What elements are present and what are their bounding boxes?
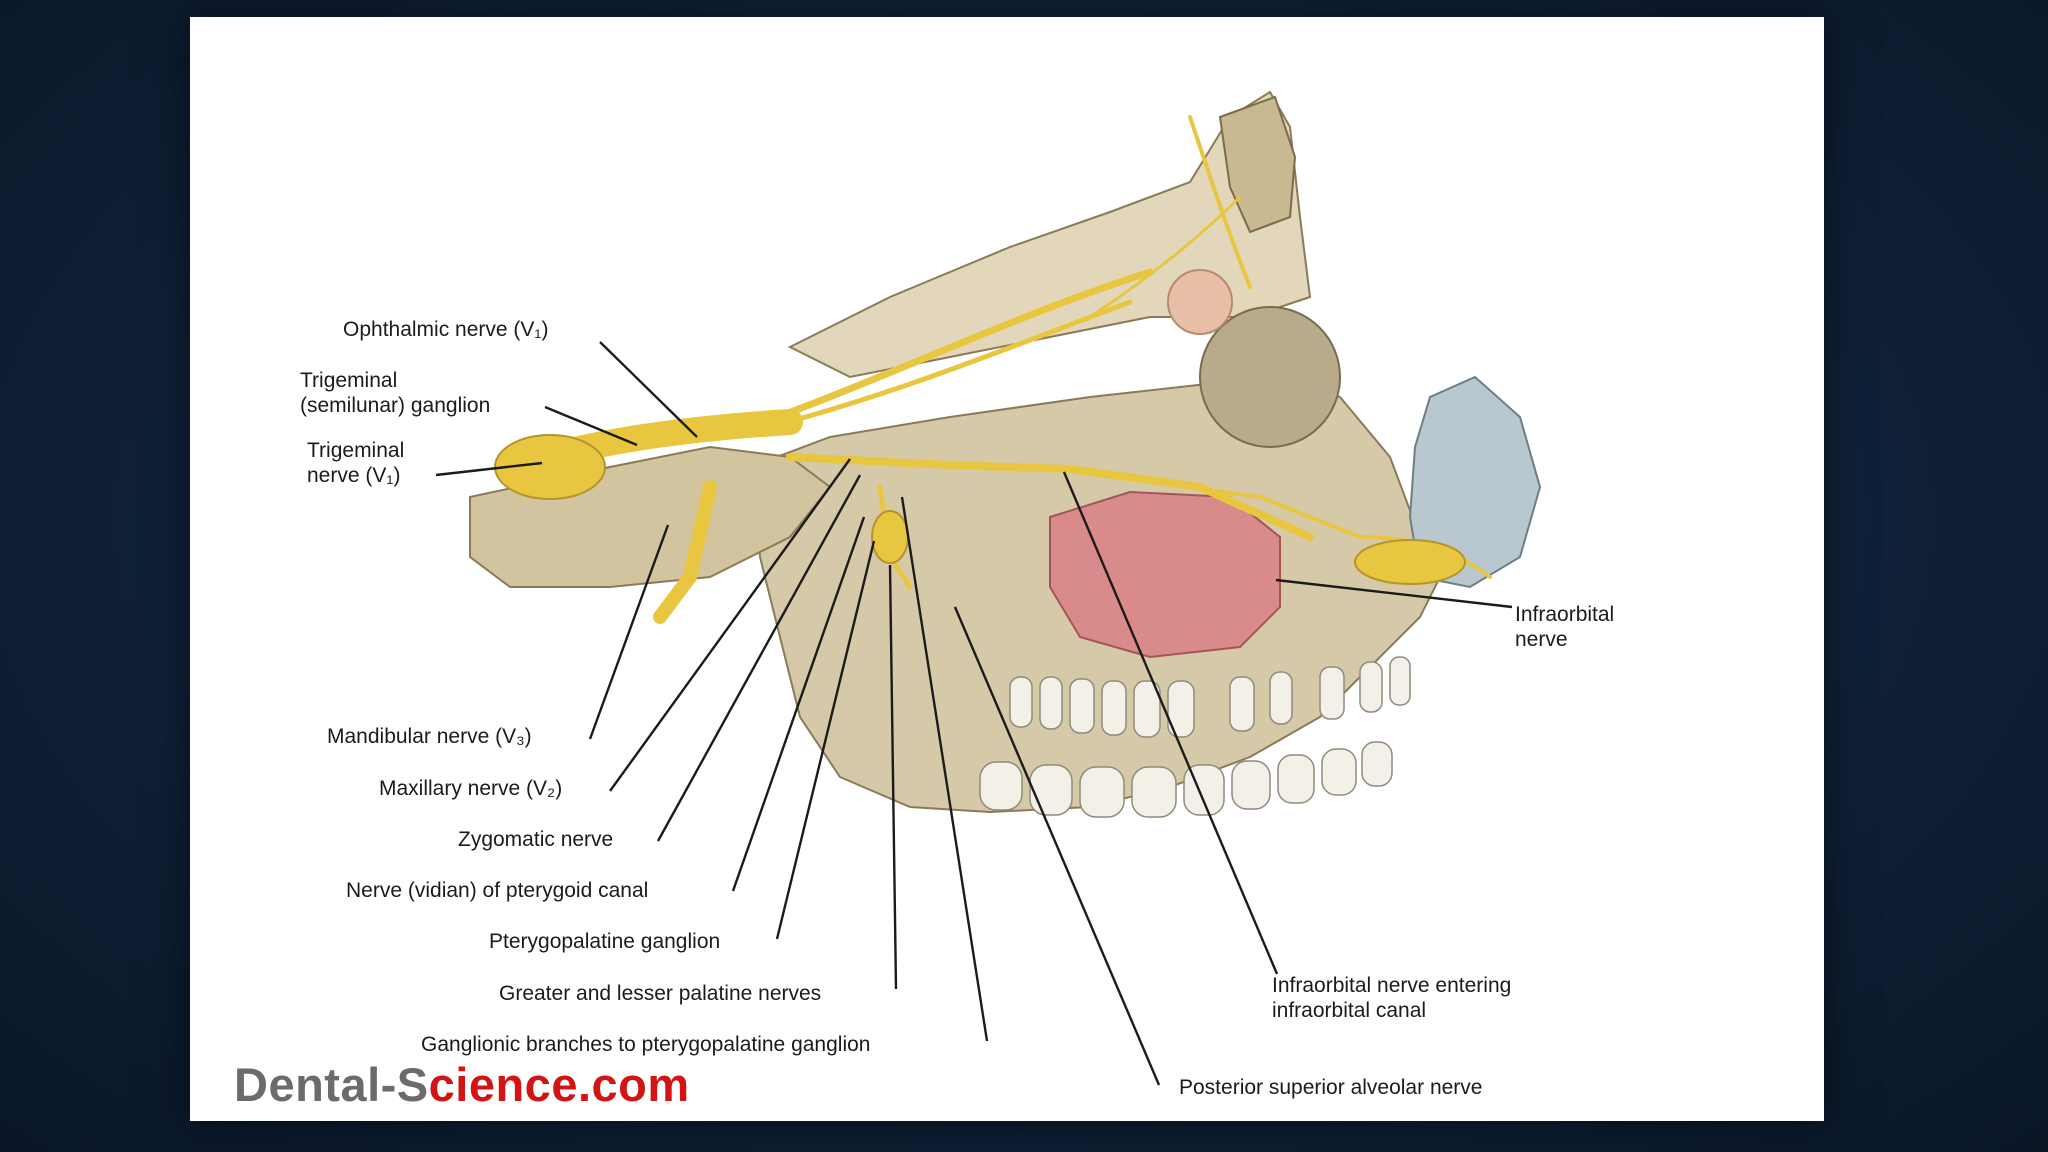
label-trigeminal-nerve: Trigeminal nerve (V₁) [307, 439, 405, 487]
trigeminal-ganglion-shape [494, 434, 606, 500]
skull-nerve-illustration [435, 90, 1542, 1086]
label-ganglionic-branches: Ganglionic branches to pterygopalatine g… [421, 1033, 871, 1056]
label-pterygopalatine-ganglion: Pterygopalatine ganglion [489, 930, 721, 953]
slide: Ophthalmic nerve (V₁) Trigeminal (semilu… [190, 17, 1824, 1121]
label-posterior-superior-alveolar-nerve: Posterior superior alveolar nerve [1179, 1076, 1483, 1099]
label-maxillary-nerve: Maxillary nerve (V₂) [379, 777, 563, 800]
nasal-cartilage [1408, 375, 1542, 589]
watermark-part1: Dental-S [234, 1058, 429, 1111]
pterygopalatine-ganglion-shape [871, 510, 909, 564]
watermark-part2: cience [428, 1058, 578, 1111]
label-mandibular-nerve: Mandibular nerve (V₃) [327, 725, 532, 748]
label-zygomatic-nerve: Zygomatic nerve [458, 828, 614, 851]
watermark: Dental-Science.com [234, 1057, 690, 1112]
lower-teeth [979, 741, 1393, 818]
label-vidian-nerve: Nerve (vidian) of pterygoid canal [346, 879, 649, 902]
leader-lines [435, 341, 1513, 1086]
label-infraorbital-canal: Infraorbital nerve entering infraorbital… [1272, 974, 1512, 1022]
maxillary-sinus [1049, 490, 1281, 659]
label-infraorbital-nerve: Infraorbital nerve [1515, 603, 1615, 651]
label-palatine-nerves: Greater and lesser palatine nerves [499, 982, 822, 1005]
upper-teeth [1009, 656, 1411, 738]
label-trigeminal-ganglion: Trigeminal (semilunar) ganglion [300, 369, 491, 417]
watermark-part3: .com [577, 1058, 690, 1111]
nasal-nerve-plexus-shape [1354, 539, 1466, 585]
lacrimal-gland-shape [1167, 269, 1233, 335]
orbit [1199, 306, 1341, 448]
label-ophthalmic-nerve: Ophthalmic nerve (V₁) [343, 318, 549, 341]
